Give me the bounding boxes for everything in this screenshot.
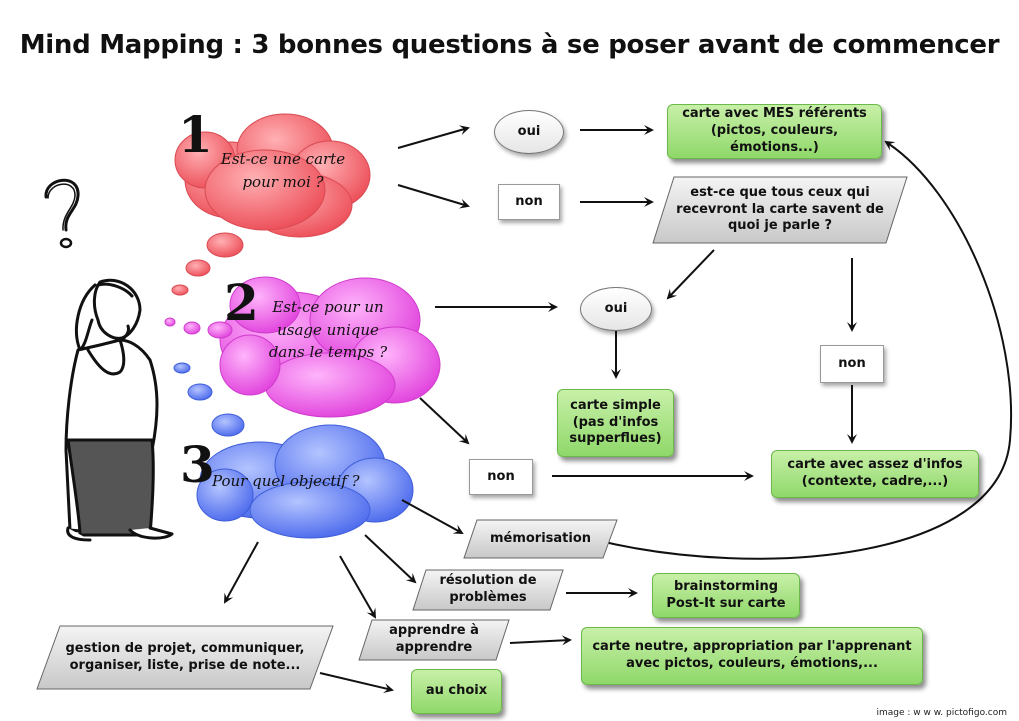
cloud-question-1: [174, 113, 371, 238]
thinking-person-icon: [64, 278, 174, 542]
cloud-question-3: [196, 424, 414, 539]
memorisation-node: mémorisation: [463, 519, 618, 559]
tous-savent-line: est-ce que tous ceux qui: [690, 184, 870, 200]
resolution-line: résolution de: [439, 573, 537, 589]
resolution-text: résolution de problèmes: [412, 569, 564, 611]
memorisation-label: mémorisation: [489, 530, 592, 546]
carte-assez-infos-line: (contexte, cadre,...): [801, 474, 949, 489]
au-choix-label: au choix: [425, 683, 488, 699]
question-1-line: pour moi ?: [242, 172, 324, 191]
resolution-node: résolution de problèmes: [412, 569, 564, 611]
q1-non-box: non: [498, 184, 560, 220]
carte-mes-referents-line: (pictos, couleurs,: [710, 123, 839, 139]
question-mark-icon: [44, 178, 80, 249]
carte-neutre-line: carte neutre, appropriation par l'appren…: [592, 639, 912, 655]
gestion-line: organiser, liste, prise de note...: [69, 657, 301, 673]
question-2-line: Est-ce pour un: [272, 298, 384, 316]
savent-non-box: non: [820, 345, 884, 383]
tous-savent-line: quoi je parle ?: [727, 218, 833, 234]
tous-savent-node: est-ce que tous ceux qui recevront la ca…: [652, 176, 908, 244]
cloud-question-2: [219, 276, 441, 418]
carte-simple-line: (pas d'infos: [572, 414, 659, 430]
carte-mes-referents-box: carte avec MES référents (pictos, couleu…: [667, 104, 882, 159]
brainstorming-line: Post-It sur carte: [666, 595, 786, 611]
question-1-line: Est-ce une carte: [220, 150, 346, 168]
gestion-text: gestion de projet, communiquer, organise…: [36, 625, 334, 690]
q1-non-label: non: [515, 193, 543, 209]
memorisation-shape: [463, 519, 618, 559]
tous-savent-shape: [652, 176, 908, 244]
apprendre-line: apprendre à: [389, 623, 479, 639]
carte-simple-box: carte simple (pas d'infos supperflues): [557, 389, 674, 457]
savent-non-label: non: [838, 355, 866, 371]
q1-oui-oval: oui: [494, 110, 564, 154]
tous-savent-text: est-ce que tous ceux qui recevront la ca…: [652, 176, 908, 244]
question-1-text: Est-ce une carte pour moi ?: [198, 148, 368, 193]
q2-oui-oval: oui: [580, 287, 652, 331]
gestion-node: gestion de projet, communiquer, organise…: [36, 625, 334, 690]
q2-oui-label: oui: [604, 300, 628, 316]
apprendre-node: apprendre à apprendre: [358, 619, 510, 661]
apprendre-text: apprendre à apprendre: [358, 619, 510, 661]
question-2-text: Est-ce pour un usage unique dans le temp…: [248, 296, 408, 364]
q1-oui-label: oui: [517, 123, 541, 139]
page-title: Mind Mapping : 3 bonnes questions à se p…: [19, 30, 1000, 60]
image-credit: image : w w w. pictofigo.com: [876, 708, 1008, 718]
carte-mes-referents-line: émotions...): [730, 139, 819, 155]
thought-bubbles-icon: [164, 232, 245, 437]
q2-non-box: non: [469, 459, 533, 495]
question-2-line: usage unique: [277, 320, 379, 339]
carte-simple-line: carte simple: [570, 397, 661, 413]
gestion-line: gestion de projet, communiquer,: [65, 640, 305, 656]
au-choix-box: au choix: [411, 669, 502, 714]
resolution-shape: [412, 569, 564, 611]
apprendre-line: apprendre: [395, 640, 473, 655]
question-2-line: dans le temps ?: [268, 343, 388, 361]
carte-neutre-box: carte neutre, appropriation par l'appren…: [581, 627, 923, 685]
question-number-1: 1: [178, 105, 213, 164]
brainstorming-box: brainstorming Post-It sur carte: [652, 573, 800, 618]
resolution-line: problèmes: [449, 590, 527, 605]
tous-savent-line: recevront la carte savent de: [676, 201, 884, 217]
gestion-shape: [36, 625, 334, 690]
question-3-text: Pour quel objectif ?: [212, 470, 422, 493]
connectors: [224, 125, 1013, 694]
question-3-line: Pour quel objectif ?: [212, 472, 360, 490]
brainstorming-line: brainstorming: [673, 578, 779, 594]
carte-simple-line: supperflues): [569, 431, 662, 447]
question-number-2: 2: [224, 273, 259, 332]
carte-mes-referents-line: carte avec MES référents: [682, 106, 867, 122]
carte-assez-infos-line: carte avec assez d'infos: [787, 457, 963, 473]
q2-non-label: non: [487, 468, 515, 484]
carte-neutre-line: avec pictos, couleurs, émotions,...: [626, 656, 878, 671]
apprendre-shape: [358, 619, 510, 661]
question-number-3: 3: [180, 435, 215, 494]
carte-assez-infos-box: carte avec assez d'infos (contexte, cadr…: [771, 450, 979, 498]
